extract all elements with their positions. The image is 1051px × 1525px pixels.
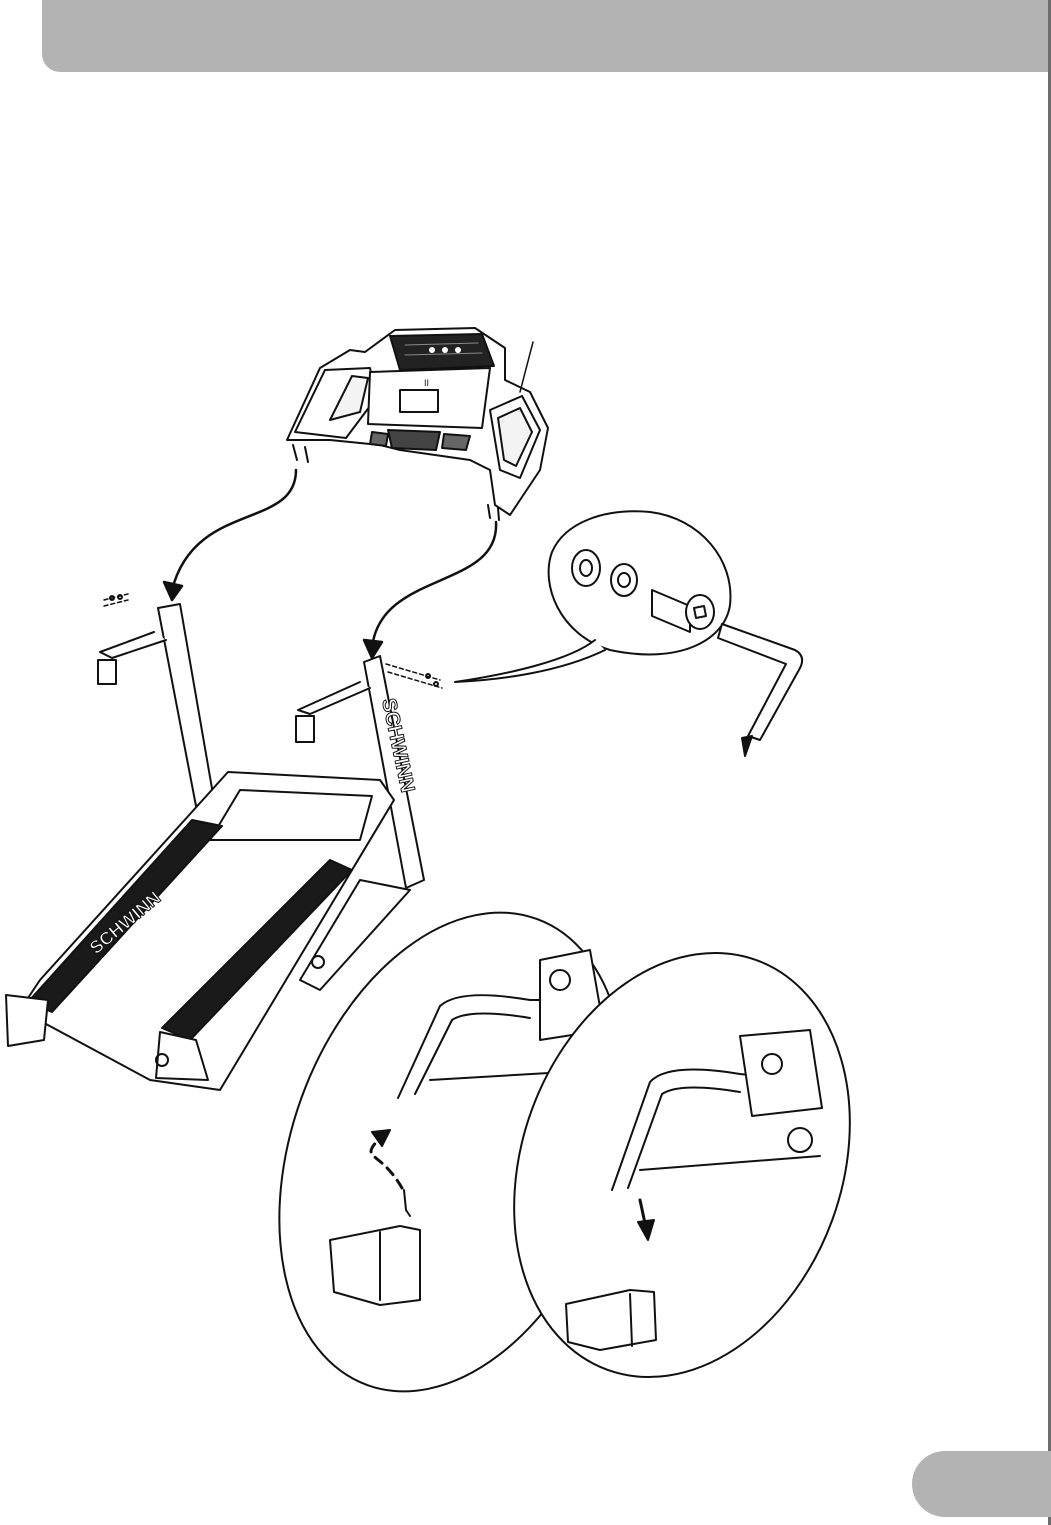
right-mount-arrow bbox=[372, 522, 496, 648]
hardware-bubble bbox=[549, 511, 731, 654]
console: II bbox=[287, 328, 548, 520]
left-upright bbox=[158, 604, 214, 806]
console-display-mark: II bbox=[424, 378, 429, 388]
console-speaker bbox=[390, 334, 494, 370]
console-mast-cable bbox=[520, 342, 533, 392]
deck-front-left-cap bbox=[6, 995, 48, 1046]
console-mount-arrows bbox=[164, 470, 496, 658]
allen-wrench-icon bbox=[718, 624, 802, 740]
hardware-callout bbox=[455, 511, 802, 756]
console-display bbox=[400, 390, 438, 412]
console-keypad bbox=[388, 430, 440, 450]
left-mount-arrow bbox=[172, 470, 296, 590]
